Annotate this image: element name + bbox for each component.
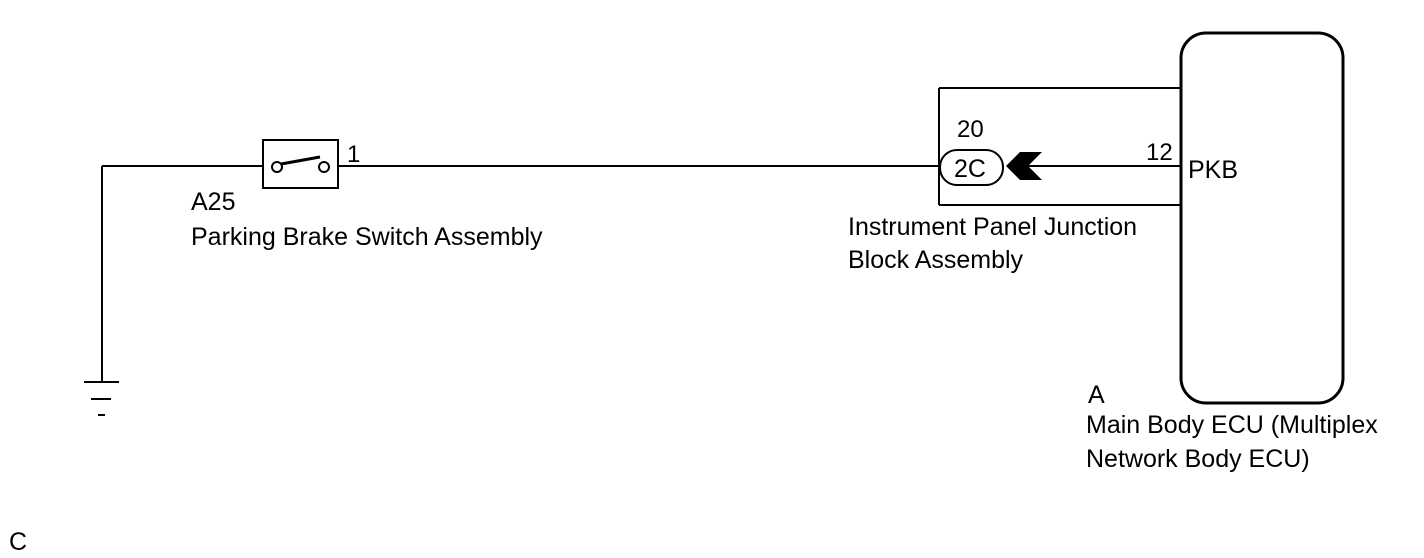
ground-wire [101, 165, 263, 381]
ecu-name-line1: Main Body ECU (Multiplex [1086, 411, 1378, 439]
connector-arrow-icon [1006, 152, 1042, 180]
ecu-terminal-label: PKB [1188, 156, 1238, 184]
ecu-pin-label: 12 [1146, 139, 1173, 166]
junction-name-line2: Block Assembly [848, 246, 1024, 274]
main-body-ecu-box [1179, 31, 1345, 405]
junction-connector-pill [939, 149, 1004, 186]
corner-label: C [9, 528, 27, 556]
junction-name-line1: Instrument Panel Junction [848, 213, 1137, 241]
junction-connector-label: 2C [954, 155, 986, 183]
parking-brake-switch-icon [262, 139, 339, 189]
ecu-name-line2: Network Body ECU) [1086, 445, 1310, 473]
junction-block-outline [938, 87, 1181, 206]
ground-icon [84, 381, 119, 416]
switch-code-label: A25 [191, 188, 235, 216]
ecu-code-label: A [1088, 381, 1105, 409]
junction-pin-label: 20 [957, 116, 984, 143]
switch-pin-label: 1 [347, 141, 360, 168]
switch-name-label: Parking Brake Switch Assembly [191, 223, 543, 251]
